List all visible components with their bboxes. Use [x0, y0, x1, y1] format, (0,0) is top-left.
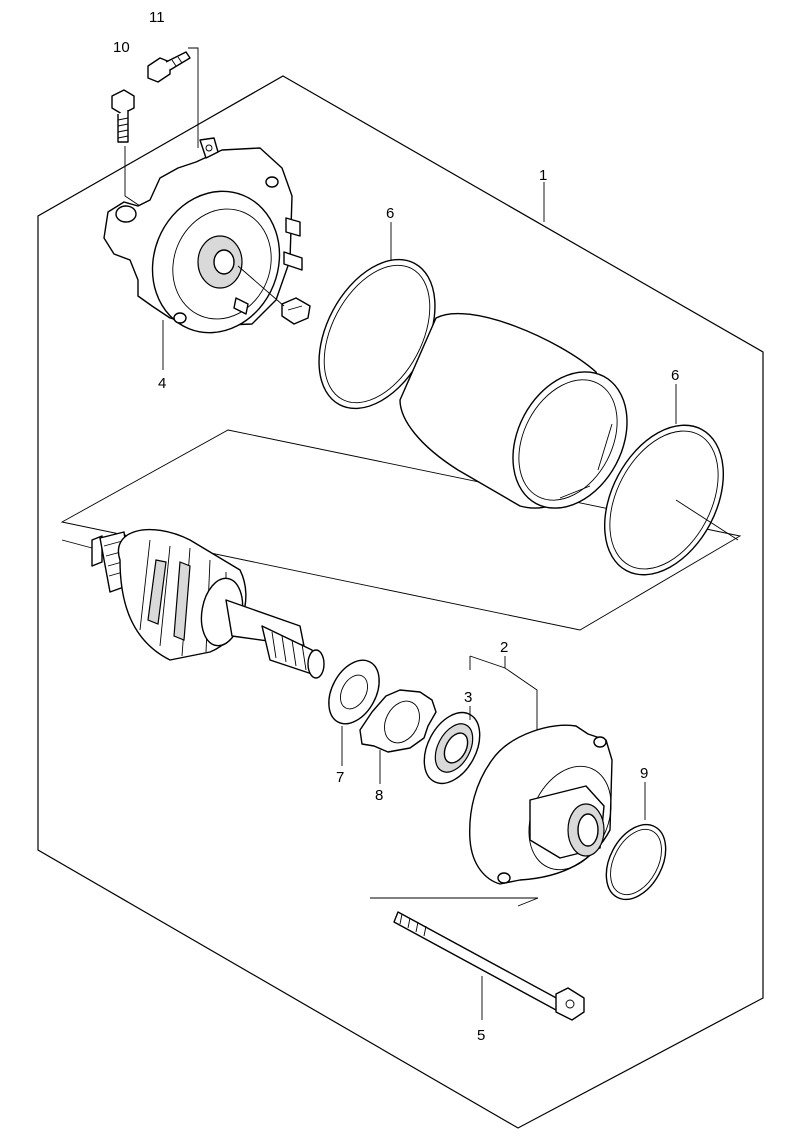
callout-9: 9	[640, 765, 648, 782]
callout-5: 5	[477, 1027, 485, 1044]
washer-8	[359, 689, 437, 753]
armature	[61, 528, 325, 679]
callout-8: 8	[375, 787, 383, 804]
callout-7: 7	[336, 769, 344, 786]
callout-6-top: 6	[386, 205, 394, 222]
washer-7	[328, 659, 380, 725]
assembly-boundary	[37, 75, 764, 1129]
callout-10: 10	[113, 39, 130, 56]
oil-seal-3	[423, 711, 481, 785]
leader-10-11-bracket	[188, 47, 199, 148]
leader-10-line	[124, 146, 141, 207]
leader-2-bracket	[469, 655, 538, 730]
o-ring-9	[605, 823, 667, 901]
screw	[281, 297, 311, 325]
bolt-11	[147, 51, 191, 83]
front-housing-2	[468, 724, 613, 885]
callout-2: 2	[500, 639, 508, 656]
bolt-10	[111, 89, 135, 143]
callout-6-right: 6	[671, 367, 679, 384]
ring-leader	[675, 499, 739, 541]
through-bolt-5	[370, 897, 585, 1021]
rear-housing-4	[103, 137, 303, 334]
screw-leader	[237, 265, 285, 307]
callout-1: 1	[539, 167, 547, 184]
o-ring-6-right	[603, 424, 725, 576]
yoke-case	[399, 312, 628, 509]
callout-3: 3	[464, 689, 472, 706]
callout-11: 11	[149, 9, 165, 26]
callout-4: 4	[158, 375, 166, 392]
